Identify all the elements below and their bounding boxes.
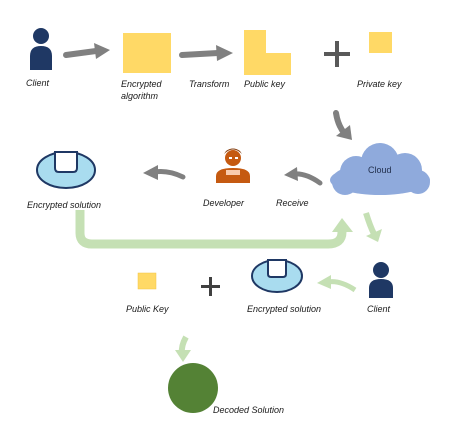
label-private-key: Private key [357, 79, 402, 89]
decoded-solution-circle [168, 363, 218, 413]
label-developer: Developer [203, 198, 245, 208]
encrypted-solution-left-icon [36, 151, 96, 189]
label-receive: Receive [276, 198, 309, 208]
plus-sign-top [324, 41, 350, 67]
encrypted-solution-bottom-icon [251, 259, 303, 293]
green-return-arrow [75, 210, 353, 249]
label-encrypted-solution-bottom: Encrypted solution [247, 304, 322, 314]
label-transform: Transform [189, 79, 230, 89]
label-encrypted-solution-left: Encrypted solution [27, 200, 102, 210]
green-arrow-to-decoded [175, 335, 191, 362]
label-encrypted-algorithm-line2: algorithm [121, 91, 159, 101]
plus-sign-bottom [201, 277, 220, 296]
green-arrow-cloud-to-client [363, 212, 382, 242]
private-key-square [369, 32, 392, 53]
client-top-icon [30, 28, 52, 70]
label-client-top: Client [26, 78, 50, 88]
public-key-shape [244, 30, 291, 75]
cloud-icon [330, 143, 430, 195]
client-bottom-icon [369, 262, 393, 298]
label-public-key-bottom: Public Key [126, 304, 169, 314]
arrow-private-key-to-cloud [333, 110, 352, 140]
label-decoded-solution: Decoded Solution [213, 405, 285, 415]
encrypted-algorithm-square [123, 33, 171, 73]
label-public-key-top: Public key [244, 79, 286, 89]
arrow-client-to-algorithm [63, 43, 110, 59]
label-encrypted-algorithm-line1: Encrypted [121, 79, 162, 89]
arrow-cloud-to-developer [284, 167, 323, 186]
label-cloud: Cloud [368, 165, 392, 175]
green-arrow-client-to-solution [317, 275, 357, 293]
arrow-developer-to-solution [143, 165, 186, 180]
label-client-bottom: Client [367, 304, 391, 314]
developer-icon [216, 148, 250, 183]
arrow-algorithm-to-public-key [179, 45, 233, 61]
public-key-bottom-square [137, 272, 157, 290]
